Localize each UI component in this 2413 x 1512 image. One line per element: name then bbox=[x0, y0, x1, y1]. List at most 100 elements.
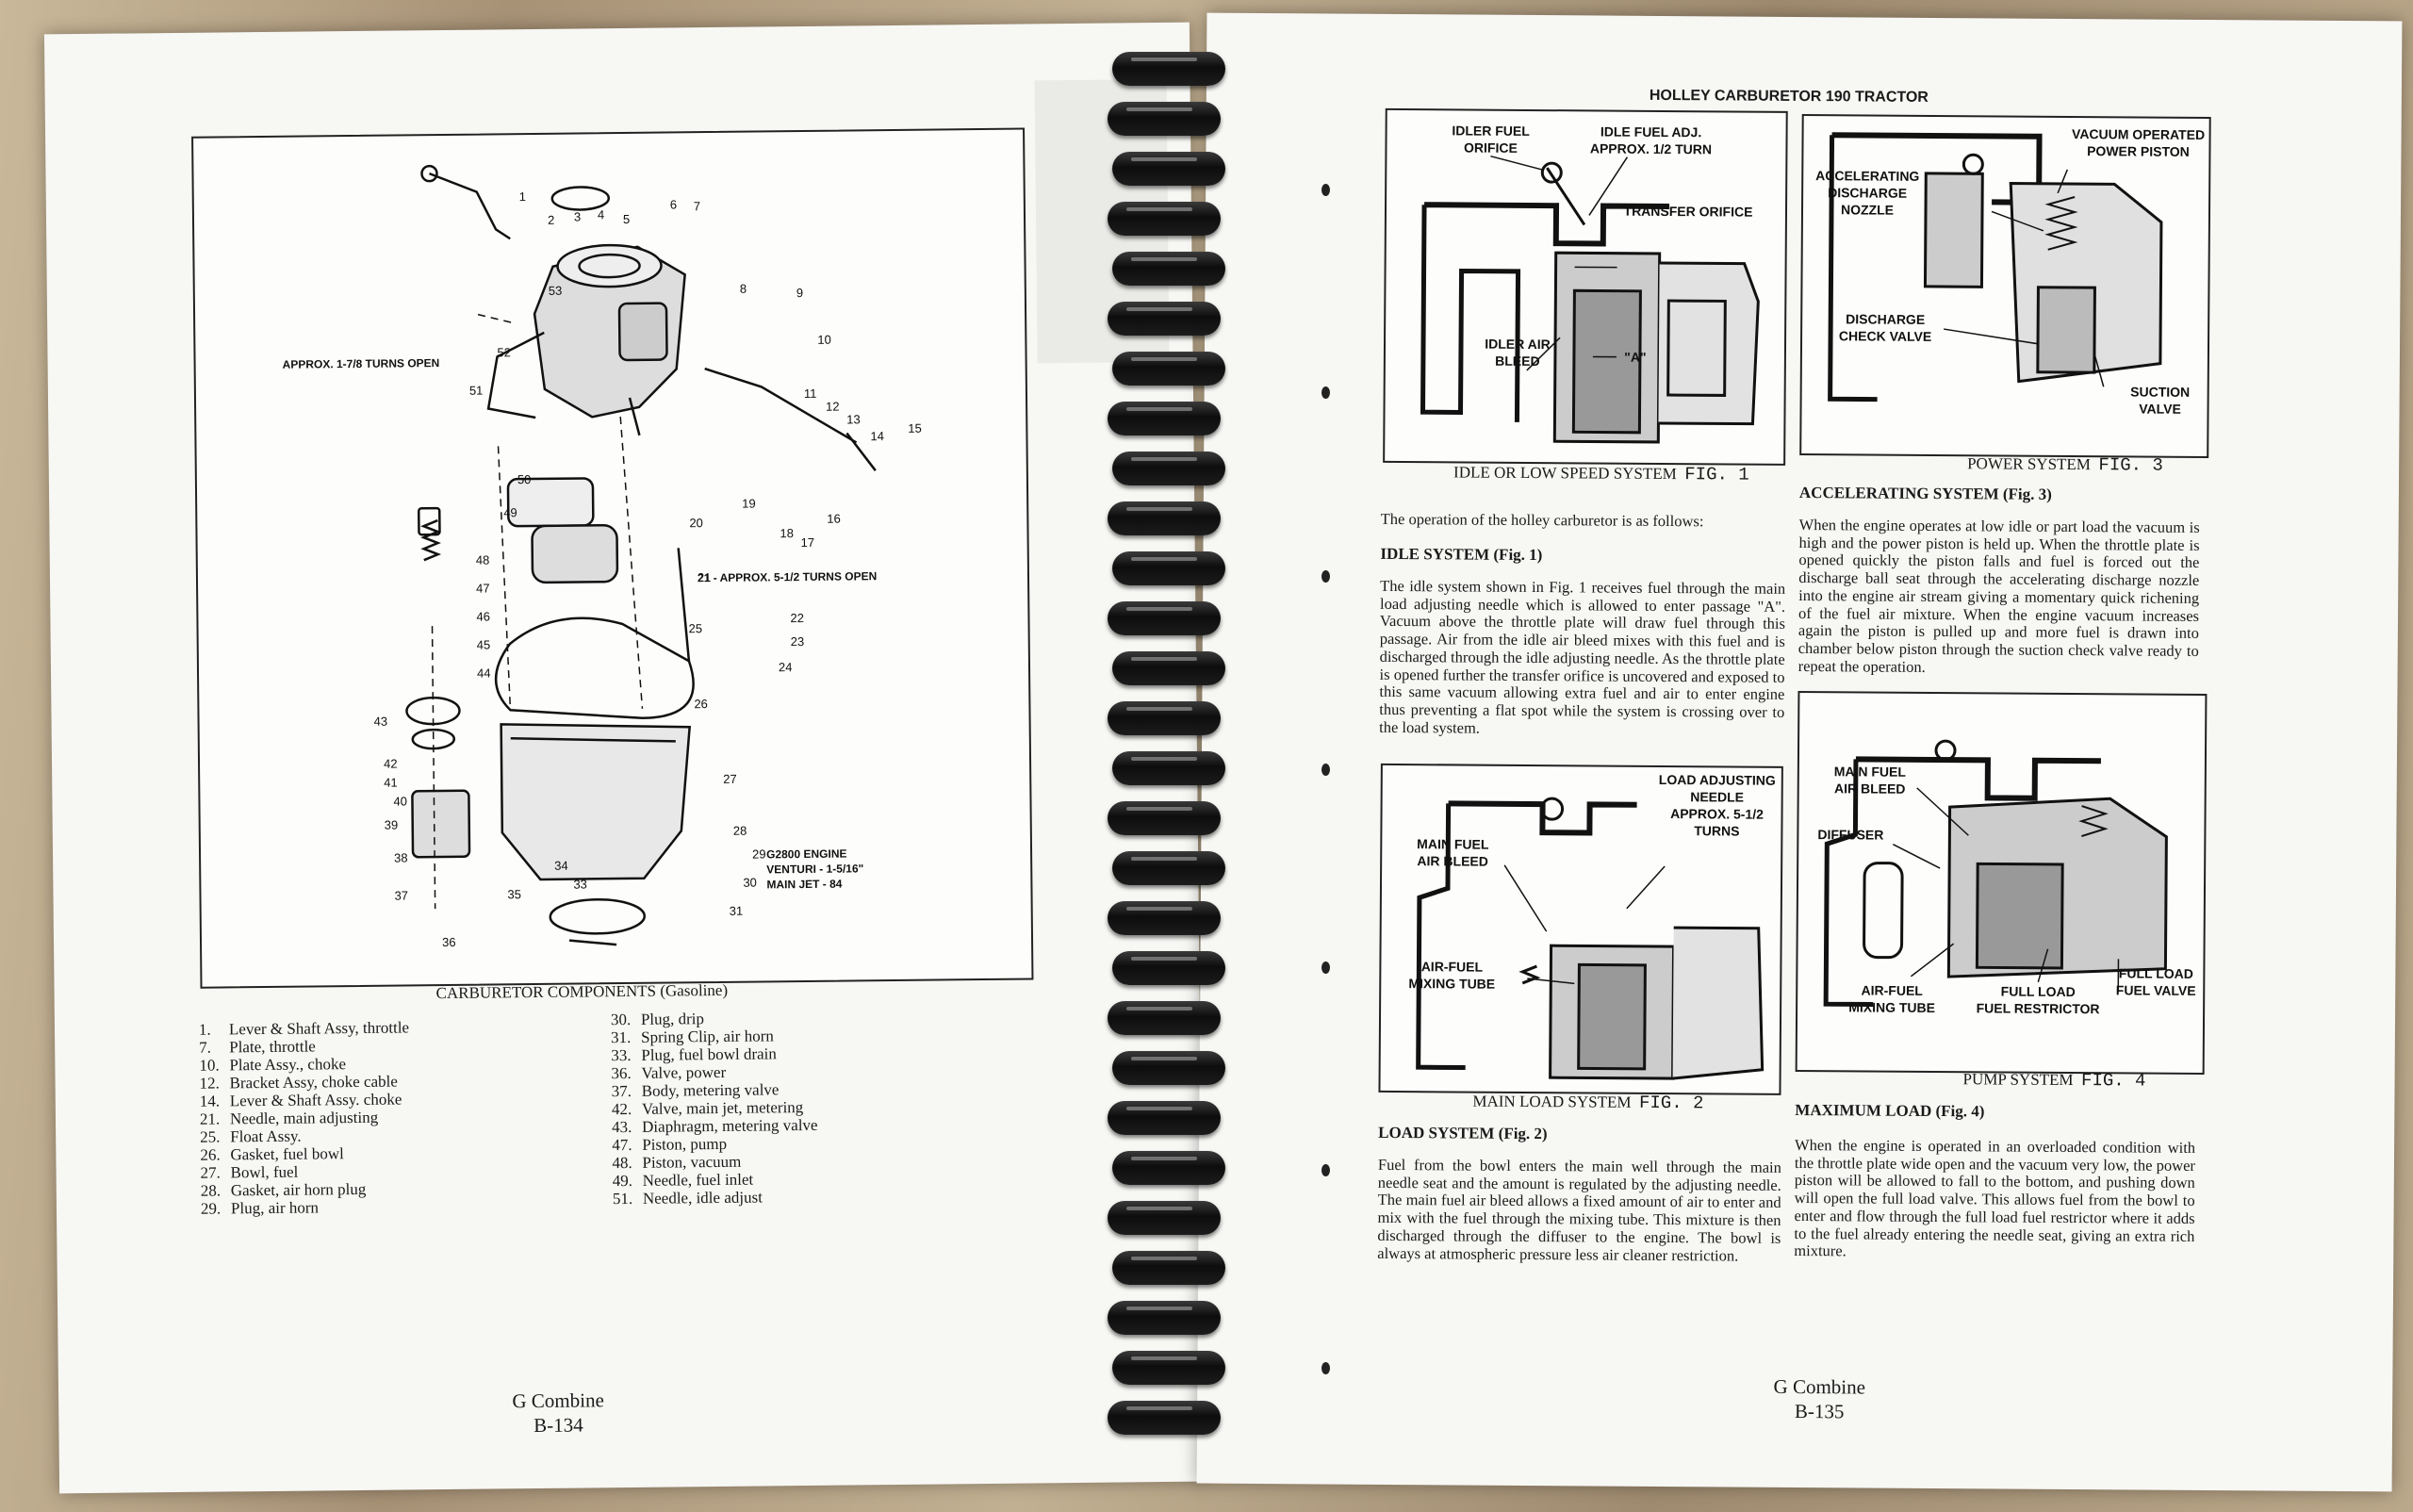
binding-ring bbox=[1112, 851, 1225, 885]
callout-34: 34 bbox=[554, 859, 568, 873]
callout-4: 4 bbox=[598, 207, 604, 222]
punch-hole bbox=[1321, 1164, 1330, 1176]
callout-18: 18 bbox=[780, 526, 794, 540]
binding-ring bbox=[1108, 1401, 1221, 1435]
label-idle-adj-2: APPROX. 1/2 TURN bbox=[1590, 140, 1712, 156]
label-load-adj-1: LOAD ADJUSTING bbox=[1659, 772, 1776, 788]
parts-row: 49.Needle, fuel inlet bbox=[612, 1170, 754, 1191]
label-suction-1: SUCTION bbox=[2130, 384, 2190, 399]
page-number: B-135 bbox=[1794, 1399, 1845, 1423]
callout-49: 49 bbox=[503, 505, 517, 519]
parts-row: 42.Valve, main jet, metering bbox=[611, 1098, 804, 1119]
fig1-frame: IDLER FUEL ORIFICE IDLE FUEL ADJ. APPROX… bbox=[1383, 107, 1788, 466]
load-heading: LOAD SYSTEM (Fig. 2) bbox=[1378, 1123, 1548, 1143]
right-page: HOLLEY CARBURETOR 190 TRACTOR IDLER FUEL… bbox=[1196, 12, 2403, 1492]
footer-title: G Combine bbox=[1773, 1374, 1866, 1399]
binding-ring bbox=[1112, 551, 1225, 585]
binding-ring bbox=[1112, 651, 1225, 685]
parts-row: 43.Diaphragm, metering valve bbox=[612, 1115, 818, 1137]
parts-list-col2: 30.Plug, drip 31.Spring Clip, air horn 3… bbox=[611, 1009, 819, 1208]
left-footer: G Combine B-134 bbox=[454, 1388, 663, 1438]
engine-note-2: VENTURI - 1-5/16" bbox=[766, 862, 863, 876]
idle-heading: IDLE SYSTEM (Fig. 1) bbox=[1380, 544, 1543, 565]
accel-paragraph: When the engine operates at low idle or … bbox=[1797, 515, 2200, 676]
parts-list-col1: 1.Lever & Shaft Assy, throttle 7.Plate, … bbox=[199, 1018, 411, 1217]
binding-ring-highlight bbox=[1126, 1107, 1192, 1110]
idle-system-diagram: IDLER FUEL ORIFICE IDLE FUEL ADJ. APPROX… bbox=[1420, 123, 1760, 444]
callout-12: 12 bbox=[826, 400, 840, 414]
callout-11: 11 bbox=[804, 386, 817, 401]
punch-hole bbox=[1321, 1362, 1330, 1374]
parts-row: 7.Plate, throttle bbox=[199, 1037, 316, 1057]
binding-ring-highlight bbox=[1131, 457, 1197, 461]
callout-30: 30 bbox=[743, 876, 757, 890]
page-header: HOLLEY CARBURETOR 190 TRACTOR bbox=[1649, 87, 1929, 106]
binding-ring bbox=[1108, 1301, 1221, 1335]
fig4-caption: PUMP SYSTEM FIG. 4 bbox=[1962, 1070, 2146, 1092]
callout-42: 42 bbox=[384, 757, 398, 771]
label-load-adj-4: TURNS bbox=[1694, 823, 1739, 838]
callout-33: 33 bbox=[573, 877, 587, 891]
binding-ring-highlight bbox=[1126, 307, 1192, 311]
binding-ring bbox=[1108, 901, 1221, 935]
label-restrictor-2: FUEL RESTRICTOR bbox=[1977, 1000, 2100, 1016]
parts-row: 36.Valve, power bbox=[611, 1062, 727, 1083]
binding-ring bbox=[1108, 202, 1221, 236]
binding-ring-highlight bbox=[1131, 857, 1197, 861]
callout-23: 23 bbox=[791, 634, 805, 649]
fig2-frame: LOAD ADJUSTING NEEDLE APPROX. 5-1/2 TURN… bbox=[1378, 763, 1783, 1095]
parts-row: 1.Lever & Shaft Assy, throttle bbox=[198, 1018, 410, 1039]
binding-ring bbox=[1108, 302, 1221, 336]
label-passage-a: "A" bbox=[1624, 350, 1647, 365]
label-idle-adj-1: IDLE FUEL ADJ. bbox=[1600, 124, 1701, 140]
label-accel-2: DISCHARGE bbox=[1828, 185, 1907, 201]
label-mixing-1: AIR-FUEL bbox=[1421, 959, 1484, 974]
parts-row: 27.Bowl, fuel bbox=[200, 1162, 299, 1182]
page-number: B-134 bbox=[533, 1413, 583, 1438]
callout-2: 2 bbox=[548, 213, 554, 227]
footer-title: G Combine bbox=[512, 1389, 604, 1413]
callout-16: 16 bbox=[827, 512, 841, 526]
binding-ring bbox=[1108, 1201, 1221, 1235]
binding-ring bbox=[1108, 402, 1221, 436]
binding-ring bbox=[1108, 1001, 1221, 1035]
callout-43: 43 bbox=[374, 715, 388, 729]
fig3-caption: POWER SYSTEM FIG. 3 bbox=[1967, 454, 2163, 476]
callout-31: 31 bbox=[730, 904, 744, 918]
pump-system-diagram: MAIN FUEL AIR BLEED DIFFUSER AIR-FUEL MI… bbox=[1817, 739, 2196, 1016]
binding-ring bbox=[1112, 1251, 1225, 1285]
label-full-valve-1: FULL LOAD bbox=[2119, 965, 2193, 981]
parts-row: 47.Piston, pump bbox=[612, 1134, 728, 1155]
parts-row: 28.Gasket, air horn plug bbox=[200, 1179, 367, 1200]
right-footer: G Combine B-135 bbox=[1715, 1373, 1923, 1424]
punch-hole bbox=[1321, 570, 1330, 583]
callout-41: 41 bbox=[384, 776, 398, 790]
callout-48: 48 bbox=[476, 552, 490, 567]
callout-37: 37 bbox=[394, 888, 408, 902]
binding-ring-highlight bbox=[1126, 1207, 1192, 1210]
label-idler-air-1: IDLER AIR bbox=[1485, 337, 1551, 352]
callout-52: 52 bbox=[497, 345, 511, 359]
label-idler-fuel-2: ORIFICE bbox=[1464, 140, 1518, 155]
max-load-heading: MAXIMUM LOAD (Fig. 4) bbox=[1795, 1100, 1985, 1121]
callout-6: 6 bbox=[670, 197, 677, 211]
callout-28: 28 bbox=[733, 824, 747, 838]
binding-ring-highlight bbox=[1126, 407, 1192, 411]
callout-38: 38 bbox=[394, 850, 408, 864]
label-mixing-1: AIR-FUEL bbox=[1862, 982, 1924, 997]
callout-13: 13 bbox=[846, 412, 861, 426]
main-load-diagram: LOAD ADJUSTING NEEDLE APPROX. 5-1/2 TURN… bbox=[1408, 772, 1776, 1080]
punch-hole bbox=[1321, 764, 1330, 776]
punch-hole bbox=[1321, 386, 1330, 399]
label-suction-2: VALVE bbox=[2139, 402, 2181, 417]
callout-5: 5 bbox=[623, 212, 630, 226]
callout-8: 8 bbox=[740, 282, 747, 296]
callout-44: 44 bbox=[477, 666, 491, 680]
label-full-valve-2: FUEL VALVE bbox=[2116, 982, 2196, 998]
callout-3: 3 bbox=[574, 209, 581, 223]
callout-22: 22 bbox=[790, 611, 804, 625]
parts-row: 30.Plug, drip bbox=[610, 1010, 705, 1029]
binding-ring bbox=[1108, 701, 1221, 735]
